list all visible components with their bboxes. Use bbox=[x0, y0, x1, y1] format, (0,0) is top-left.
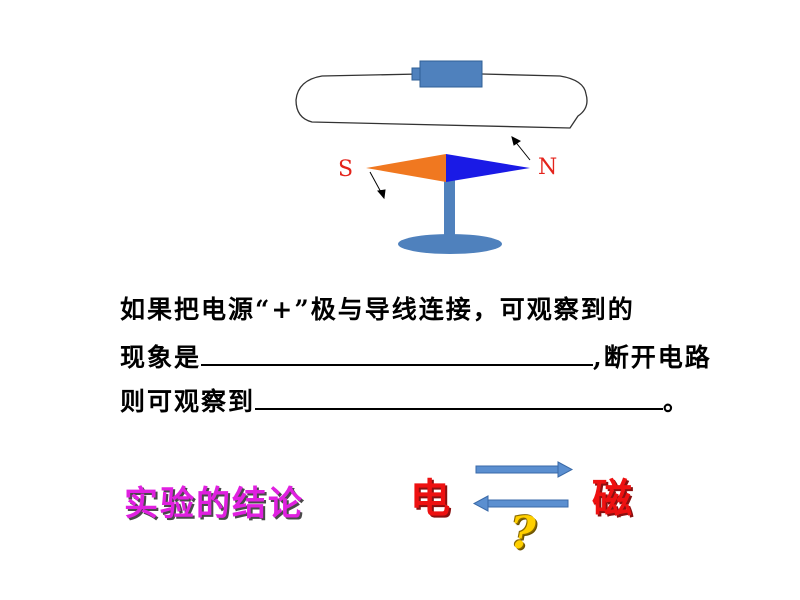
compass-stand bbox=[398, 178, 502, 254]
compass-needle-icon bbox=[366, 154, 530, 182]
battery-terminal bbox=[411, 67, 421, 81]
needle-south-half bbox=[366, 154, 446, 182]
question-mark-icon: ? bbox=[510, 508, 536, 559]
battery-icon bbox=[411, 60, 483, 88]
stand-post bbox=[444, 178, 455, 244]
question-text-1: 如果把电源“+”极与导线连接，可观察到的 bbox=[120, 295, 635, 324]
electric-label: 电 bbox=[410, 475, 450, 522]
question-text-3b: 。 bbox=[663, 387, 691, 416]
answer-blank-1[interactable] bbox=[201, 342, 594, 366]
deflection-arrow-north bbox=[511, 136, 531, 161]
question-text-3: 则可观察到 bbox=[120, 387, 256, 416]
arrow-left-icon bbox=[472, 495, 569, 512]
conclusion-label: 实验的结论 bbox=[124, 484, 304, 524]
arrow-right-icon bbox=[475, 461, 574, 478]
needle-north-half bbox=[446, 154, 530, 182]
south-pole-label: S bbox=[338, 157, 354, 182]
north-pole-label: N bbox=[538, 155, 558, 180]
answer-blank-2[interactable] bbox=[255, 386, 664, 410]
battery-body bbox=[419, 60, 483, 88]
question-text-2b: ,断开电路 bbox=[593, 343, 712, 372]
question-line-1: 如果把电源“+”极与导线连接，可观察到的 bbox=[120, 290, 800, 326]
question-line-2: 现象是 ,断开电路 bbox=[120, 338, 800, 374]
deflection-arrow-south bbox=[369, 171, 386, 200]
question-text-2: 现象是 bbox=[120, 343, 202, 372]
wire-loop bbox=[295, 73, 588, 129]
magnetic-label: 磁 bbox=[592, 475, 632, 522]
question-line-3: 则可观察到 。 bbox=[120, 382, 800, 418]
